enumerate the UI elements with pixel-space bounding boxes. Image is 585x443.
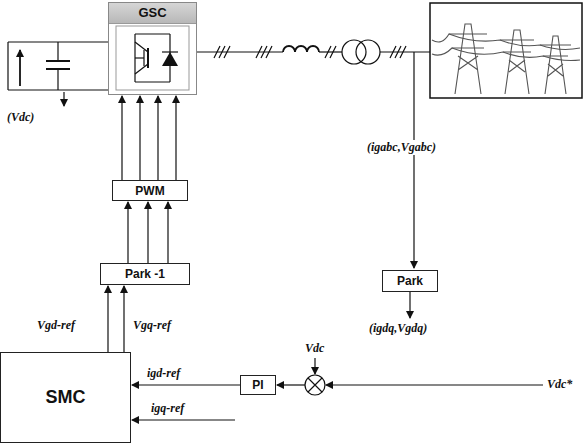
pylon <box>540 36 571 94</box>
signal-label: Vgd-ref <box>36 318 76 333</box>
switch-wire <box>135 81 170 82</box>
inductor-symbol <box>283 46 319 52</box>
connector-line <box>123 286 124 352</box>
converter-block: GSC <box>108 2 197 95</box>
block-label: Park -1 <box>125 267 165 281</box>
connector-line <box>127 202 128 263</box>
signal-label: igd-ref <box>146 366 181 381</box>
dc-voltage-loop <box>132 358 543 420</box>
error-arrow <box>277 384 305 385</box>
reference-arrow <box>132 419 235 420</box>
summing-cross <box>308 378 322 392</box>
inverse-park-block: Park -1 <box>100 263 190 285</box>
connector-line <box>167 202 168 263</box>
feedback-signal-label: Vdc <box>304 341 325 356</box>
signal-connector <box>128 202 168 263</box>
connector-line <box>157 96 158 180</box>
signal-connector <box>123 286 124 352</box>
gsc-switch-symbol <box>116 26 189 90</box>
summing-junction <box>305 375 325 395</box>
three-phase-wire <box>319 51 342 52</box>
voltage-arrow <box>19 50 21 86</box>
three-phase-mark <box>325 46 336 58</box>
diode-triangle <box>162 52 178 66</box>
signal-connector <box>132 384 240 385</box>
three-phase-mark <box>390 46 406 58</box>
reference-signal-label: igq-ref <box>150 401 185 416</box>
block-label: PWM <box>135 184 164 198</box>
pwm-block: PWM <box>112 180 188 201</box>
capacitor-lead <box>57 69 58 90</box>
output-arrow <box>409 292 410 318</box>
block-label: SMC <box>46 387 86 408</box>
pylon <box>500 30 534 94</box>
igbt-emitter <box>135 64 148 74</box>
grid-picture <box>430 3 582 98</box>
three-phase-wire <box>380 51 430 52</box>
transformer-winding <box>342 40 366 64</box>
measurement-label: (igabc,Vgabc) <box>366 140 437 155</box>
cable <box>432 34 580 49</box>
pylon <box>449 24 487 94</box>
feedback-arrow <box>314 358 315 374</box>
grid-frame <box>430 3 582 98</box>
reference-signal-label: Vdc* <box>546 377 573 392</box>
switch-frame <box>116 26 189 90</box>
cable <box>432 48 580 61</box>
capacitor-lead <box>57 42 58 61</box>
igbt-collector <box>135 42 148 52</box>
dc-voltage-label: (Vdc) <box>6 110 35 125</box>
switch-wire <box>135 33 170 34</box>
dc-wire <box>7 42 8 90</box>
park-block: Park <box>382 270 438 292</box>
smc-controller: SMC <box>0 352 131 443</box>
connector-line <box>107 286 108 352</box>
block-label: PI <box>252 378 263 392</box>
signal-connector <box>122 96 176 180</box>
pi-controller: PI <box>240 375 276 395</box>
three-phase-wire <box>197 51 283 52</box>
dc-link-capacitor <box>8 42 108 106</box>
three-phase-mark <box>256 46 272 58</box>
reference-arrow <box>326 384 543 385</box>
connector-line <box>147 202 148 263</box>
igbt-gate <box>135 57 144 58</box>
block-label: GSC <box>109 3 196 24</box>
measure-arrow <box>413 52 414 268</box>
transformer-winding <box>356 40 380 64</box>
measure-arrow <box>63 92 64 106</box>
block-label: Park <box>397 274 423 288</box>
signal-connector <box>107 286 108 352</box>
three-phase-mark <box>214 46 230 58</box>
connector-line <box>121 96 122 180</box>
signal-label: Vgq-ref <box>132 318 172 333</box>
dq-signal-label: (igdq,Vgdq) <box>368 321 428 336</box>
connector-line <box>175 96 176 180</box>
capacitor-plate <box>46 60 70 62</box>
connector-line <box>132 384 240 385</box>
connector-line <box>139 96 140 180</box>
